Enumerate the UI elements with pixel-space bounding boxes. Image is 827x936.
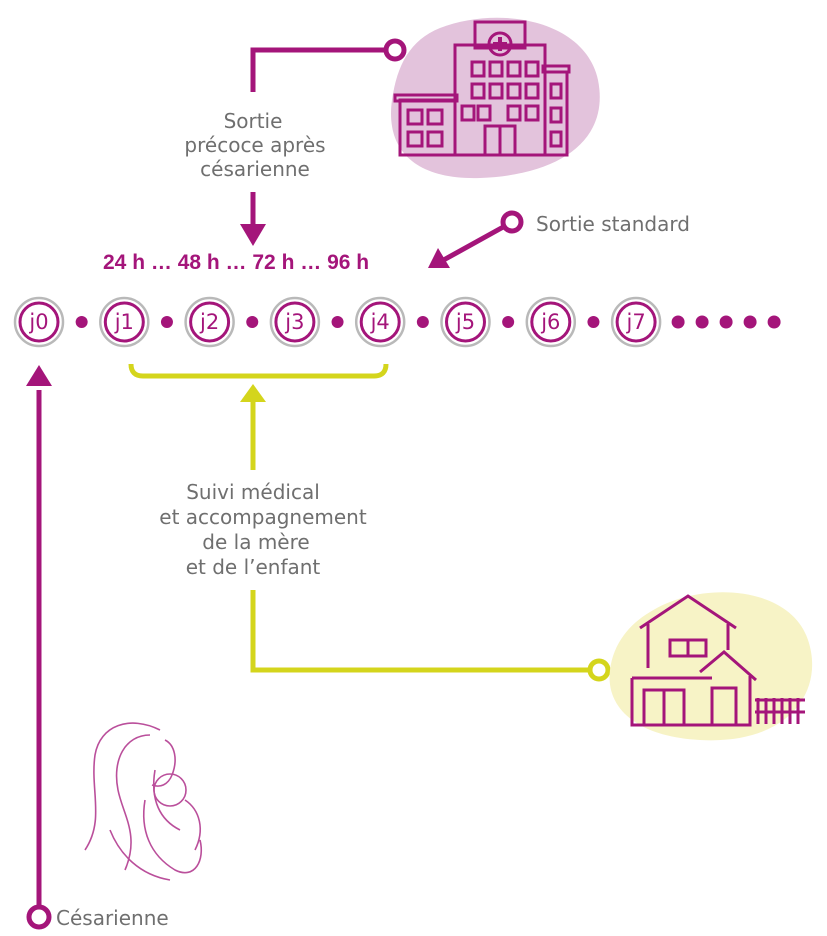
early-discharge-label-line2: précoce après xyxy=(184,133,325,157)
hours-label: 24 h … 48 h … 72 h … 96 h xyxy=(103,251,369,274)
cesarean-connector xyxy=(26,365,52,930)
timeline-dot xyxy=(75,316,88,328)
day-node-j1: j1 xyxy=(99,296,150,348)
day-node-j5: j5 xyxy=(440,296,491,348)
timeline-dot xyxy=(246,316,259,328)
day-node-j6: j6 xyxy=(525,296,577,348)
day-node-j3: j3 xyxy=(269,296,321,348)
early-discharge-label-line3: césarienne xyxy=(200,157,310,181)
mother-child-icon xyxy=(84,722,202,881)
standard-discharge-connector xyxy=(428,210,524,268)
timeline-dot xyxy=(502,316,515,328)
day-node-j7: j7 xyxy=(610,296,662,348)
timeline-continuation-dot xyxy=(719,315,733,329)
day-label-j3: j3 xyxy=(284,310,304,334)
day-label-j0: j0 xyxy=(28,310,48,334)
day-label-j5: j5 xyxy=(455,310,475,334)
day-label-j4: j4 xyxy=(370,310,390,334)
early-discharge-connector xyxy=(240,38,407,246)
timeline-dot xyxy=(587,316,600,328)
timeline-continuation-dot xyxy=(671,315,685,329)
follow-up-label-line1: Suivi médical xyxy=(186,480,320,504)
timeline-continuation-dot xyxy=(767,315,781,329)
hospital-icon xyxy=(391,17,600,179)
day-label-j1: j1 xyxy=(114,310,134,334)
day-label-j7: j7 xyxy=(625,310,645,334)
timeline-continuation-dot xyxy=(695,315,709,329)
follow-up-label-line2: et accompagnement xyxy=(159,505,367,529)
house-icon xyxy=(609,592,813,741)
timeline-dot xyxy=(416,316,429,328)
day-node-j2: j2 xyxy=(184,296,235,348)
day-label-j6: j6 xyxy=(540,310,560,334)
follow-up-bracket xyxy=(128,363,611,682)
follow-up-label-line4: et de l’enfant xyxy=(186,555,321,579)
timeline-dot xyxy=(331,316,344,328)
timeline-continuation-dot xyxy=(743,315,757,329)
early-discharge-label-line1: Sortie xyxy=(224,109,283,133)
day-timeline: j0 j1 j2 j3 j4 j5 j6 j7 xyxy=(13,296,781,348)
cesarean-label: Césarienne xyxy=(56,906,169,930)
timeline-dot xyxy=(160,316,173,328)
standard-discharge-label: Sortie standard xyxy=(536,212,690,236)
day-label-j2: j2 xyxy=(199,310,219,334)
day-node-j0: j0 xyxy=(13,296,65,348)
day-node-j4: j4 xyxy=(354,296,406,348)
follow-up-label-line3: de la mère xyxy=(202,530,309,554)
